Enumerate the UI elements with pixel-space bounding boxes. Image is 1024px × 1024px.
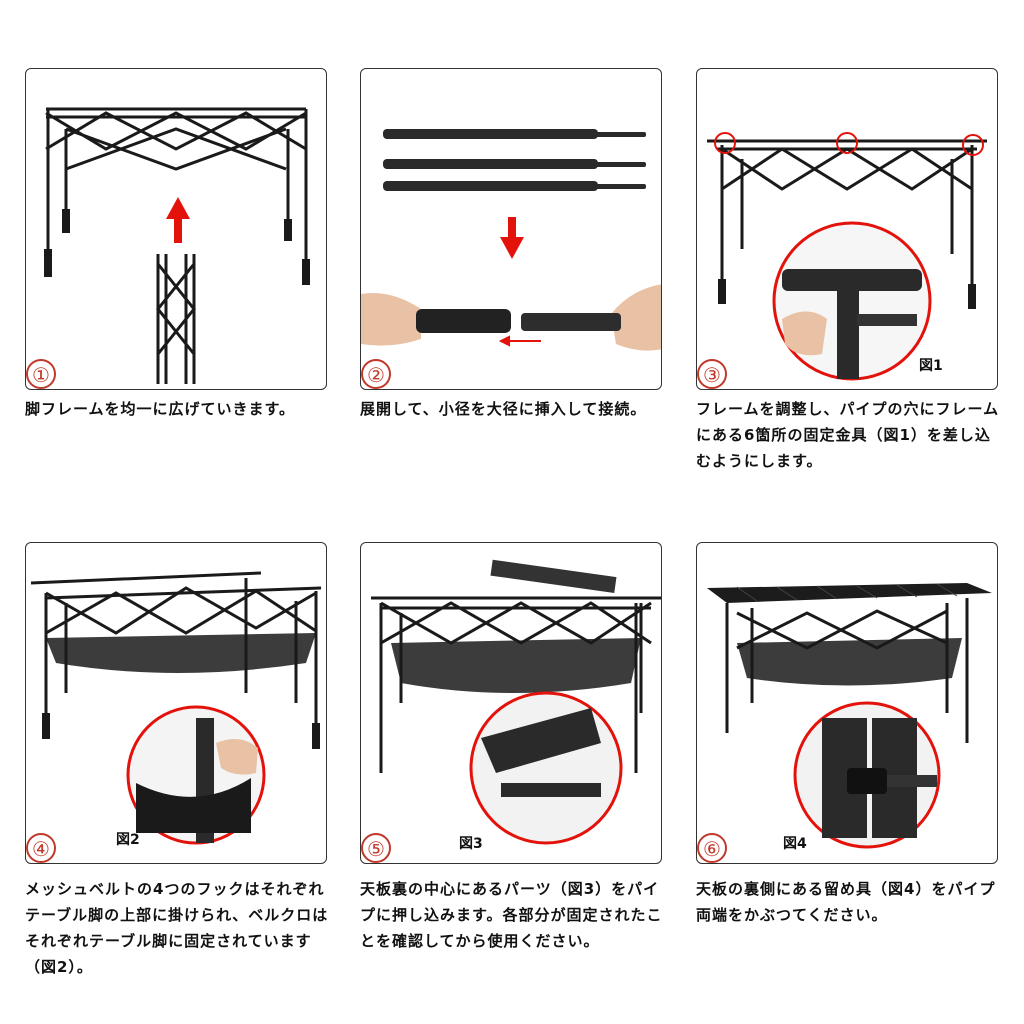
step-5-panel: 図3 ⑤: [360, 542, 662, 864]
tabletop-illustration: [707, 583, 992, 849]
step-number-badge: ⑤: [361, 833, 391, 863]
figure-label: 図2: [116, 832, 140, 848]
step-2-caption: 展開して、小径を大径に挿入して接続。: [360, 400, 647, 418]
step-6-panel: 図4 ⑥: [696, 542, 998, 864]
figure-label: 図3: [459, 836, 483, 852]
expanding-frame-illustration: [44, 107, 310, 384]
step-number-badge: ⑥: [697, 833, 727, 863]
step-2-panel: ②: [360, 68, 662, 390]
step-number-badge: ②: [361, 359, 391, 389]
step-4-panel: 図2 ④: [25, 542, 327, 864]
step-6-caption: 天板の裏側にある留め具（図4）をパイプ両端をかぶつてください。: [696, 880, 996, 924]
pipe-insert-illustration: [361, 129, 661, 351]
frame-adjust-illustration: [707, 132, 987, 381]
figure-label: 図1: [919, 358, 943, 374]
step-number-badge: ③: [697, 359, 727, 389]
step-number-badge: ①: [26, 359, 56, 389]
step-3-panel: 図1 ③: [696, 68, 998, 390]
step-1-caption: 脚フレームを均一に広げていきます。: [25, 400, 296, 418]
mesh-belt-illustration: [30, 571, 322, 845]
center-part-illustration: [371, 559, 661, 845]
step-3-caption: フレームを調整し、パイプの穴にフレームにある6箇所の固定金具（図1）を差し込むよ…: [696, 400, 1000, 470]
step-4-caption: メッシュベルトの4つのフックはそれぞれテーブル脚の上部に掛けられ、ベルクロはそれ…: [25, 880, 329, 976]
step-number-badge: ④: [26, 833, 56, 863]
step-1-panel: ①: [25, 68, 327, 390]
step-5-caption: 天板裏の中心にあるパーツ（図3）をパイプに押し込みます。各部分が固定されたことを…: [360, 880, 663, 950]
figure-label: 図4: [783, 836, 807, 852]
